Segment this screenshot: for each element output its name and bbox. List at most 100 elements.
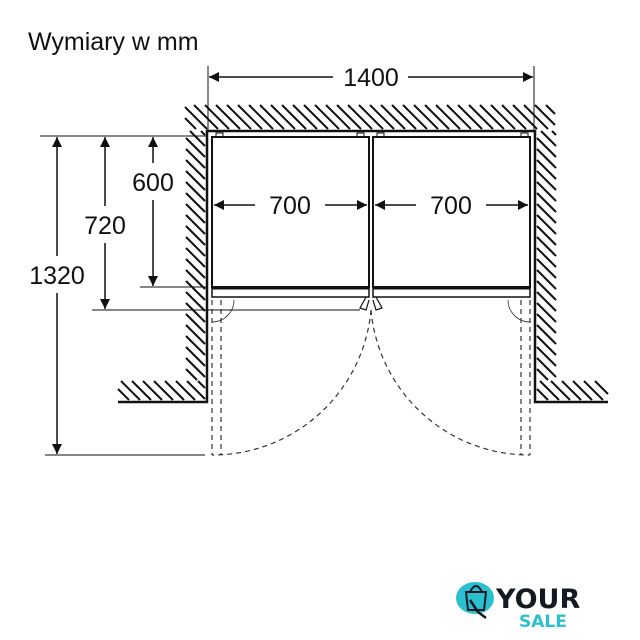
hatch-line: [490, 104, 516, 130]
hatch-line: [479, 104, 505, 130]
hatch-line: [226, 104, 252, 130]
hatch-line: [551, 130, 557, 136]
hatch-line: [175, 380, 196, 401]
extension-lines: [40, 66, 535, 456]
shopping-bag-icon: [464, 585, 488, 611]
dim-total-width: 1400: [343, 64, 399, 92]
hatch-line: [572, 380, 593, 401]
logo-your: YOUR: [495, 584, 580, 615]
hatch-line: [185, 258, 206, 279]
hatch-line: [200, 130, 206, 136]
hatch-line: [457, 104, 483, 130]
hatch-line: [185, 302, 206, 323]
hatch-line: [185, 291, 206, 312]
door-swing: [211, 299, 531, 456]
hatch-line: [248, 104, 274, 130]
hatch-line: [185, 236, 206, 257]
hatch-line: [185, 192, 206, 213]
dim-depth-1320: 1320: [29, 262, 85, 290]
hatch-line: [131, 380, 152, 401]
hatch-line: [536, 388, 549, 401]
hatch-line: [193, 104, 219, 130]
hatch-line: [186, 380, 206, 400]
hatch-line: [185, 214, 206, 235]
hatch-line: [536, 258, 557, 279]
hatch-line: [185, 368, 198, 381]
hatch-line: [561, 380, 582, 401]
hatch-line: [380, 104, 406, 130]
hatch-line: [512, 104, 538, 130]
left-handle: [359, 296, 370, 311]
dim-depth-720: 720: [84, 212, 126, 240]
right-handle: [372, 296, 383, 311]
hatch-line: [336, 104, 362, 130]
dim-right-unit: 700: [430, 192, 472, 220]
hatch-line: [536, 324, 557, 345]
hatch-line: [259, 104, 285, 130]
hatch-line: [536, 357, 557, 378]
dim-depth-600: 600: [132, 169, 174, 197]
hatch-line: [402, 104, 428, 130]
yoursale-logo: YOUR SALE: [456, 582, 580, 632]
hatch-line: [185, 203, 206, 224]
hand-icon: [468, 599, 487, 619]
hatch-line: [185, 357, 206, 378]
hatch-line: [185, 247, 206, 268]
hatch-line: [142, 380, 163, 401]
dim-left-unit: 700: [269, 192, 311, 220]
hatch-line: [185, 346, 206, 367]
hatch-line: [536, 335, 557, 356]
hatch-line: [540, 130, 557, 147]
hatch-line: [435, 104, 461, 130]
hatch-line: [536, 269, 557, 290]
hatch-line: [523, 104, 549, 130]
hatch-line: [185, 170, 206, 191]
hatch-line: [325, 104, 351, 130]
hatch-line: [215, 104, 241, 130]
hatch-line: [281, 104, 307, 130]
hatch-line: [314, 104, 340, 130]
hatch-line: [536, 368, 549, 381]
hatch-line: [184, 106, 208, 130]
diagram-title: Wymiary w mm: [28, 28, 199, 56]
hatch-line: [536, 236, 557, 257]
hatch-line: [550, 380, 571, 401]
hatch-line: [185, 159, 206, 180]
hatch-line: [413, 104, 439, 130]
hatch-line: [536, 313, 557, 334]
hatch-line: [536, 181, 557, 202]
hatch-line: [536, 247, 557, 268]
hatch-line: [536, 137, 557, 158]
hatch-line: [204, 104, 230, 130]
hatch-line: [185, 335, 206, 356]
appliance: [211, 132, 531, 311]
hatch-line: [536, 225, 557, 246]
hatch-line: [536, 302, 557, 323]
dimension-lines: [52, 72, 533, 454]
hatch-line: [117, 388, 130, 401]
hatch-line: [120, 380, 141, 401]
hatch-line: [237, 104, 263, 130]
hatch-line: [536, 148, 557, 169]
hatch-line: [536, 170, 557, 191]
hatch-line: [534, 104, 556, 126]
hatch-line: [185, 313, 206, 334]
hatch-line: [545, 104, 556, 115]
hatch-line: [369, 104, 395, 130]
hatch-line: [347, 104, 373, 130]
hatch-line: [536, 203, 557, 224]
hatch-line: [185, 269, 206, 290]
hatch-line: [536, 346, 557, 367]
hatch-line: [185, 324, 206, 345]
hatch-line: [468, 104, 494, 130]
hatch-line: [292, 104, 318, 130]
hatch-line: [189, 130, 206, 147]
hatch-line: [424, 104, 450, 130]
hatch-line: [185, 148, 206, 169]
hatch-line: [446, 104, 472, 130]
hatch-line: [594, 380, 609, 395]
hatch-line: [536, 159, 557, 180]
hatch-line: [391, 104, 417, 130]
hatch-line: [197, 380, 206, 389]
